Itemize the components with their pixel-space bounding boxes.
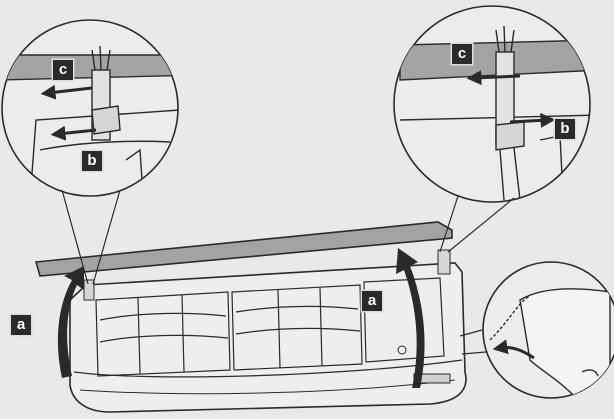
label-b-right: b (555, 119, 575, 139)
label-c-left: c (53, 60, 73, 80)
zoom-detail-left (1, 19, 179, 285)
arrow-right-icon (509, 112, 556, 128)
label-b-left: b (82, 151, 102, 171)
hinge-left (83, 279, 95, 301)
hinge-right (437, 249, 451, 275)
label-a-left: a (11, 315, 31, 335)
filter-left (95, 291, 231, 377)
filter-right (231, 284, 363, 371)
curved-arrow-icon (492, 339, 535, 360)
label-a-right: a (362, 291, 382, 311)
label-c-right: c (452, 44, 472, 64)
arrow-left-icon (50, 125, 97, 141)
zoom-detail-right (393, 5, 591, 253)
arrow-left-icon (40, 84, 93, 100)
curved-arrow-up-icon (57, 248, 425, 388)
arrow-left-icon (466, 70, 521, 86)
front-panel (34, 221, 453, 277)
zoom-detail-side (459, 261, 614, 399)
